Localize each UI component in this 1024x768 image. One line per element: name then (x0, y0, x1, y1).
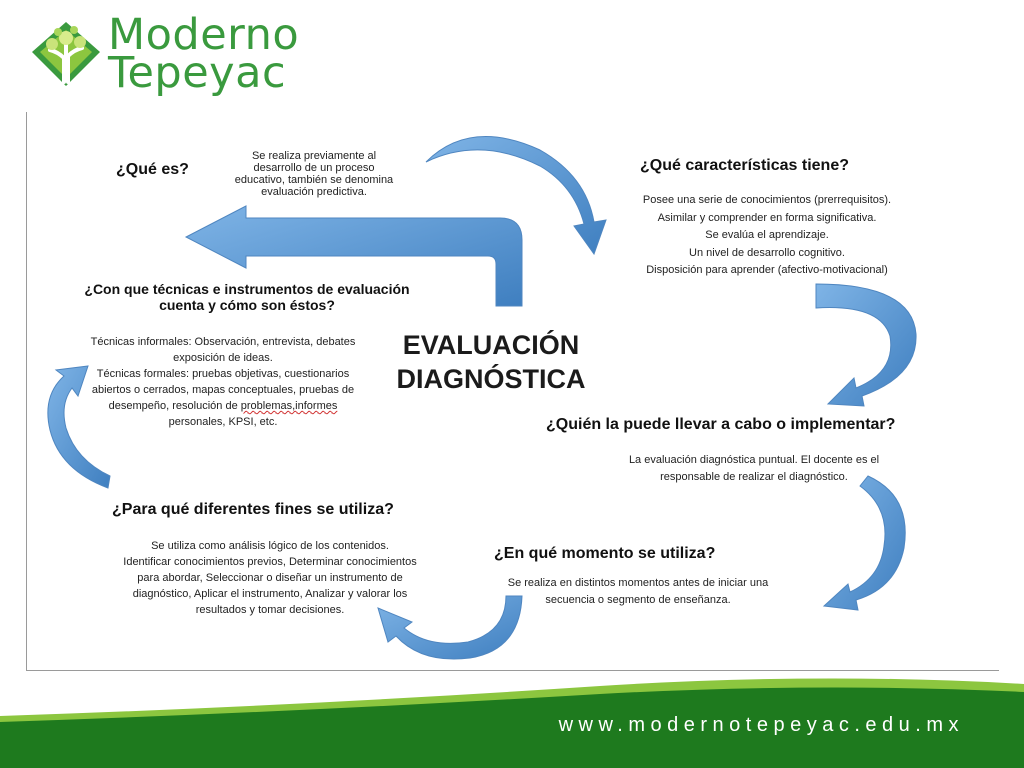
question-caracteristicas: ¿Qué características tiene? (640, 157, 849, 174)
tecnicas-line-1: Técnicas informales: Observación, entrev… (90, 336, 356, 348)
curved-arrow-right (815, 283, 917, 407)
website-url[interactable]: www.modernotepeyac.edu.mx (558, 714, 964, 736)
logo: Moderno Tepeyac (28, 10, 318, 98)
question-momento: ¿En qué momento se utiliza? (494, 545, 716, 562)
tecnicas-line-5: desempeño, resolución de problemas,infor… (62, 398, 384, 414)
text-quien: La evaluación diagnóstica puntual. El do… (628, 454, 880, 483)
tecnicas-line-5a: desempeño, resolución de (108, 400, 241, 412)
curved-arrow-left (47, 365, 111, 489)
tecnicas-line-2: exposición de ideas. (173, 352, 273, 364)
curved-arrow-bottom (377, 595, 523, 660)
text-fines: Se utiliza como análisis lógico de los c… (123, 540, 417, 616)
slide-frame (26, 112, 999, 671)
question-fines: ¿Para qué diferentes fines se utiliza? (112, 501, 394, 518)
text-caracteristicas: Posee una serie de conocimientos (prerre… (642, 194, 892, 276)
center-title: EVALUACIÓN DIAGNÓSTICA (396, 330, 586, 394)
question-quien: ¿Quién la puede llevar a cabo o implemen… (546, 416, 896, 433)
curved-arrow-top (425, 136, 607, 256)
tecnicas-line-3: Técnicas formales: pruebas objetivas, cu… (96, 368, 350, 380)
curved-arrow-right-lower (822, 475, 906, 611)
text-que-es: Se realiza previamente al desarrollo de … (234, 150, 394, 198)
tecnicas-line-6: personales, KPSI, etc. (168, 416, 278, 428)
tecnicas-line-4: abiertos o cerrados, mapas conceptuales,… (91, 384, 355, 396)
brand-name-line1: Moderno (108, 10, 300, 60)
tree-logo-icon (32, 22, 100, 86)
question-tecnicas: ¿Con que técnicas e instrumentos de eval… (84, 281, 410, 313)
footer-wave (0, 678, 1024, 768)
text-tecnicas: Técnicas informales: Observación, entrev… (62, 334, 384, 430)
brand-name-line2: Tepeyac (108, 48, 287, 98)
main-left-arrow-shape (184, 205, 523, 307)
question-que-es: ¿Qué es? (116, 161, 189, 178)
tecnicas-line-5b: problemas,informes (240, 400, 338, 412)
text-momento: Se realiza en distintos momentos antes d… (507, 577, 769, 606)
